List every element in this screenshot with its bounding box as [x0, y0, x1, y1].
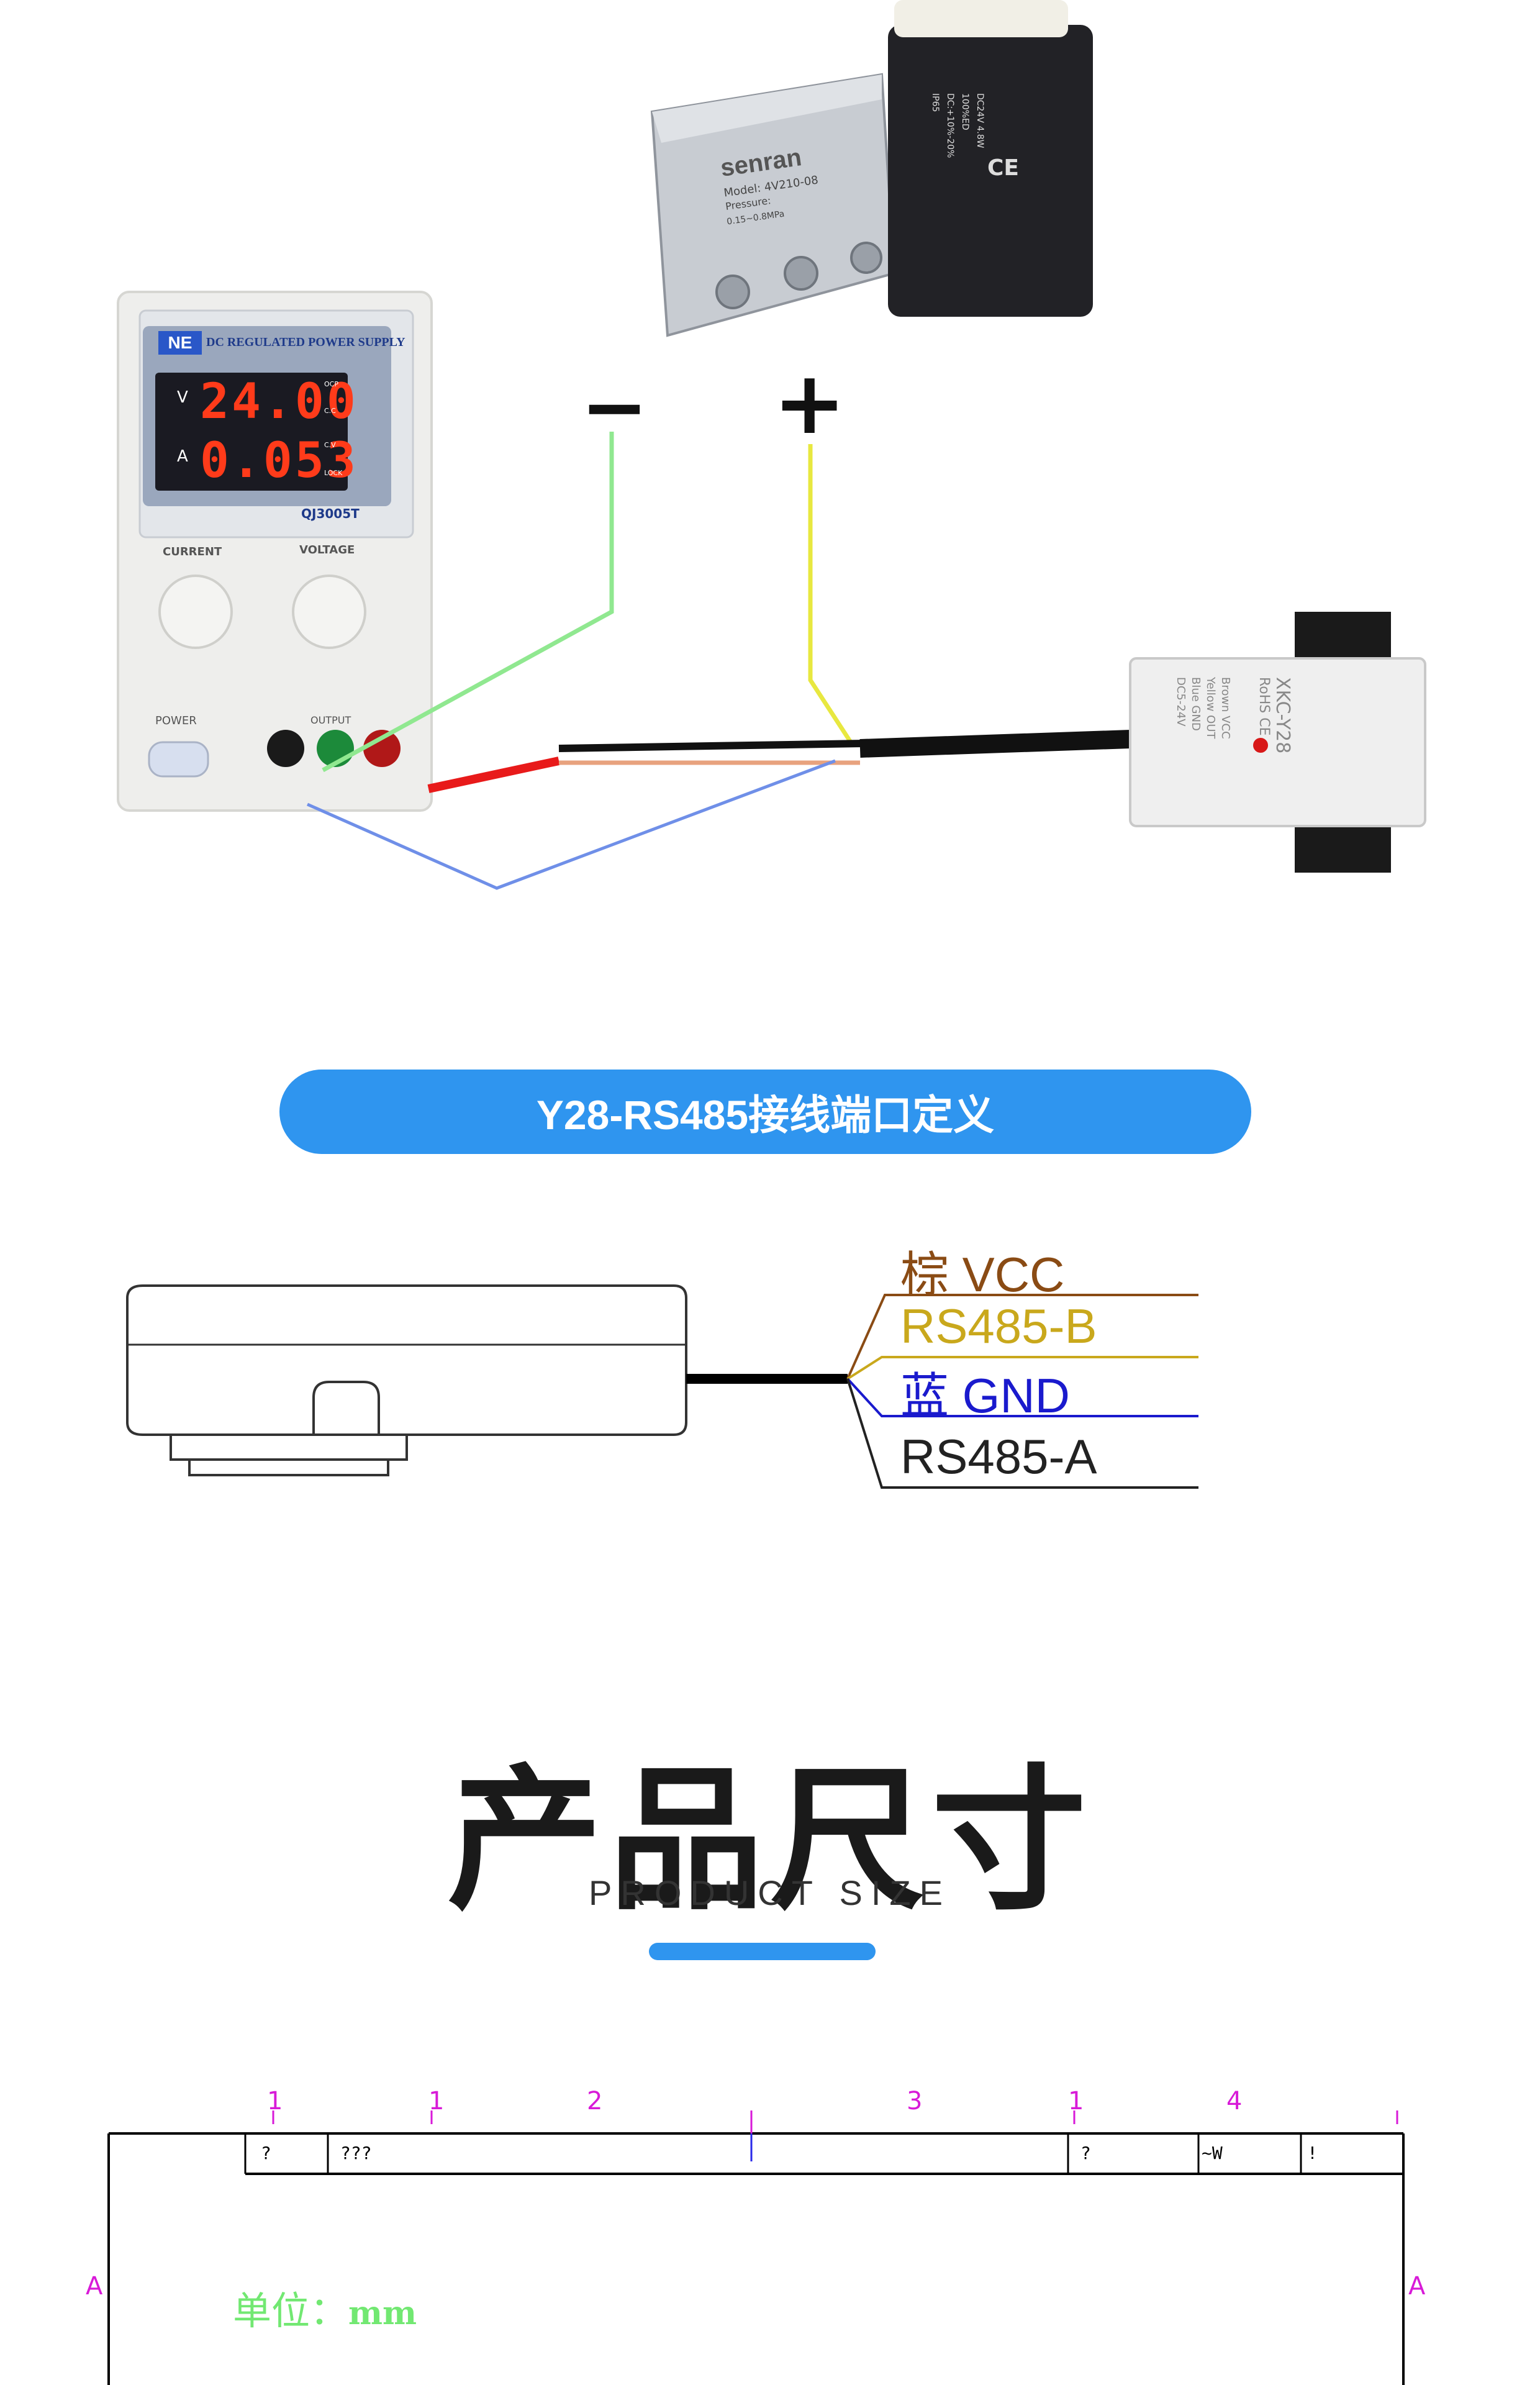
valve-coil-cap: [894, 0, 1068, 37]
zone-number: 1: [428, 2087, 445, 2115]
zone-number: 2: [587, 2087, 603, 2115]
zone-number: 4: [1226, 2087, 1243, 2115]
unit-label-text: 单位：: [233, 2288, 349, 2333]
zone-number: 1: [1068, 2087, 1084, 2115]
terminal-black: [267, 730, 304, 767]
polarity-minus: −: [581, 360, 648, 454]
valve-port-2: [784, 256, 818, 291]
power-button: [148, 741, 209, 778]
sensor-base-plate: [170, 1433, 408, 1461]
unit-value: mm: [348, 2294, 417, 2332]
wire-black-tail: [859, 730, 1131, 758]
valve-top-face: [652, 75, 882, 143]
psu-output-label: OUTPUT: [310, 714, 351, 726]
sensor-rohs: RoHS CE: [1256, 677, 1272, 736]
sensor-body: [1129, 657, 1426, 827]
sensor-legend-line: DC5-24V: [1174, 677, 1187, 727]
title-underline-bar: [649, 1943, 876, 1960]
current-knob: [158, 575, 233, 649]
valve-coil-line: IP65: [930, 93, 940, 112]
psu-power-label: POWER: [155, 714, 197, 727]
sensor-clip: [312, 1381, 380, 1435]
valve-coil: [888, 25, 1093, 317]
unit-label: 单位：mm: [233, 2279, 417, 2335]
valve-coil-line: 100%ED: [960, 93, 970, 130]
title-cell: ~W: [1202, 2143, 1223, 2163]
wire-blue: [306, 759, 836, 890]
wire-line-gnd: [846, 1378, 1198, 1417]
psu-indicator-ocp: OCP: [324, 380, 338, 388]
polarity-plus: +: [773, 353, 846, 454]
valve-coil-line: DC:+10%-20%: [945, 93, 955, 158]
psu-header: DC REGULATED POWER SUPPLY: [206, 335, 405, 349]
wire-line-rs485a: [846, 1378, 1198, 1489]
psu-amp-display: 0.053: [200, 433, 358, 489]
valve-coil-labels: DC24V 4.8W 100%ED DC:+10%-20% IP65: [928, 93, 987, 158]
product-size-title: 产品尺寸: [447, 1750, 1093, 1931]
zone-number: 3: [907, 2087, 923, 2115]
sensor-base-foot: [188, 1458, 389, 1476]
dimension-drawing: 1 1 2 3 1 4 ? ??? ? ~W ! A A 单位：mm: [0, 2074, 1540, 2385]
valve-coil-line: DC24V 4.8W: [975, 93, 985, 148]
zone-letter-left: A: [86, 2272, 103, 2301]
zone-letter-right: A: [1408, 2272, 1426, 2301]
valve-port-1: [715, 275, 750, 309]
wire-line-vcc: [846, 1294, 1198, 1379]
valve-ce-mark: CE: [987, 155, 1020, 181]
sensor-legend-line: Blue GND: [1189, 677, 1202, 731]
cable-diagram-svg: [126, 1284, 1198, 1489]
psu-volt-unit: V: [177, 388, 188, 407]
zone-number: 1: [267, 2087, 283, 2115]
sensor-text-block: XKC-Y28 RoHS CE: [1254, 677, 1293, 754]
drawing-frame-svg: [107, 2110, 1405, 2385]
sensor-outline: [126, 1284, 687, 1436]
psu-model: QJ3005T: [301, 506, 360, 521]
sensor-legend-line: Brown VCC: [1219, 677, 1232, 739]
sensor-legend-line: Yellow OUT: [1204, 677, 1217, 739]
psu-indicator-cc: C.C: [324, 407, 336, 415]
title-cell: ?: [261, 2143, 271, 2163]
sensor-model: XKC-Y28: [1272, 677, 1293, 754]
sensor-wire-legend: Brown VCC Yellow OUT Blue GND DC5-24V: [1173, 677, 1233, 739]
psu-voltage-label: VOLTAGE: [299, 543, 355, 556]
product-size-subtitle: PRODUCT SIZE: [589, 1873, 951, 1912]
sensor-led: [1253, 738, 1268, 753]
wiring-svg: [117, 0, 1426, 890]
section-title: Y28-RS485接线端口定义: [279, 1070, 1251, 1154]
cable-diagram: 棕 VCC RS485-B 蓝 GND RS485-A: [0, 1211, 1540, 1547]
wire-label-rs485b: RS485-B: [900, 1299, 1097, 1353]
psu-display: [155, 373, 348, 491]
psu-brand-badge: NE: [158, 331, 202, 355]
valve-port-3: [850, 242, 882, 274]
wire-label-rs485a: RS485-A: [900, 1429, 1097, 1484]
psu-current-label: CURRENT: [163, 545, 222, 558]
psu-volt-display: 24.00: [200, 374, 358, 430]
wire-green: [322, 432, 614, 773]
psu-indicator-lock: LOCK: [324, 469, 343, 477]
wire-red: [427, 756, 560, 793]
terminal-red: [363, 730, 401, 767]
title-cell: !: [1307, 2143, 1318, 2163]
psu-amp-unit: A: [177, 447, 188, 466]
wiring-illustration: NE DC REGULATED POWER SUPPLY V 24.00 A 0…: [0, 0, 1540, 994]
voltage-knob: [292, 575, 366, 649]
title-cell: ???: [340, 2143, 372, 2163]
title-cell: ?: [1080, 2143, 1091, 2163]
wire-label-vcc: 棕 VCC: [900, 1247, 1065, 1302]
wire-line-rs485b: [846, 1356, 1198, 1380]
wire-yellow: [808, 444, 853, 743]
psu-indicator-cv: C.V: [324, 441, 336, 449]
wire-label-gnd: 蓝 GND: [900, 1368, 1071, 1423]
